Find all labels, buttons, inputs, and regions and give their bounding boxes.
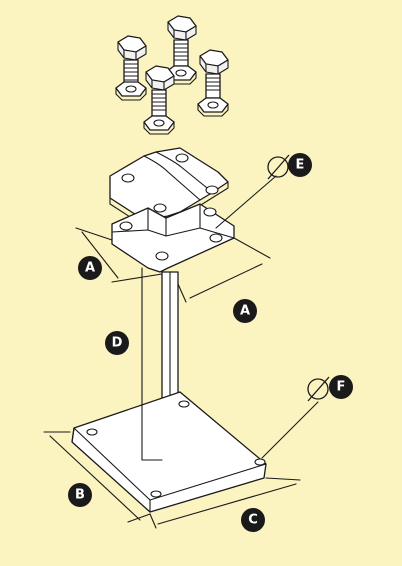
label-a-left: A <box>78 256 102 280</box>
dimension-a-left-lines <box>75 227 163 283</box>
dimension-c-lines <box>149 477 301 529</box>
label-e: E <box>288 153 312 177</box>
label-b: B <box>68 483 92 507</box>
label-a-right: A <box>233 299 257 323</box>
svg-text:C: C <box>248 513 258 528</box>
leader-lines <box>215 175 319 459</box>
svg-text:E: E <box>296 158 305 173</box>
label-f: F <box>329 375 353 399</box>
label-c: C <box>241 508 265 532</box>
label-d: D <box>105 331 129 355</box>
dimension-a-right-lines <box>177 237 271 303</box>
svg-text:A: A <box>240 304 250 319</box>
base-plate <box>71 391 267 513</box>
hex-bolt-icon <box>197 49 229 117</box>
hex-bolt-icon <box>115 35 147 101</box>
dimension-d-lines <box>141 267 163 461</box>
svg-text:A: A <box>85 261 95 276</box>
dimension-b-lines <box>43 431 151 523</box>
diameter-icon <box>267 154 290 180</box>
svg-text:F: F <box>337 380 346 395</box>
hex-bolt-icon <box>143 65 175 135</box>
svg-text:D: D <box>112 336 123 351</box>
svg-text:B: B <box>75 488 85 503</box>
diameter-icon <box>307 376 330 402</box>
